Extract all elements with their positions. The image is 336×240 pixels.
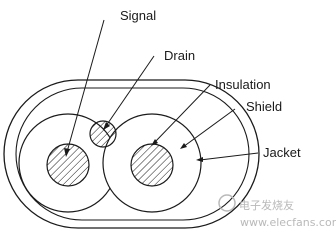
cable-cross-section-diagram: Signal Drain Insulation Shield Jacket 电子… <box>3 8 336 229</box>
drain-arrowhead <box>103 122 110 130</box>
leader-arrowheads <box>64 122 203 162</box>
watermark-logo-icon <box>218 194 236 212</box>
signal-leader <box>66 19 105 153</box>
right-signal-conductor <box>130 143 174 187</box>
jacket-leader <box>199 152 259 161</box>
drain-leader <box>105 55 155 127</box>
shield-leader <box>182 108 236 148</box>
diagram-canvas: Signal Drain Insulation Shield Jacket 电子… <box>3 8 336 229</box>
signal-label: Signal <box>120 8 156 23</box>
insulation-leader <box>154 84 211 143</box>
watermark-url: www.elecfans.com <box>240 216 336 229</box>
watermark: 电子发烧友 www.elecfans.com <box>218 194 336 229</box>
left-signal-conductor <box>46 143 90 187</box>
insulation-arrowhead <box>151 139 158 146</box>
jacket-arrowhead <box>196 157 203 162</box>
drain-label: Drain <box>164 48 195 63</box>
signal-arrowhead <box>64 148 70 157</box>
shield-outline <box>15 87 250 221</box>
jacket-outline <box>3 79 260 229</box>
leader-lines <box>66 19 259 161</box>
jacket-label: Jacket <box>263 145 301 160</box>
shield-arrowhead <box>180 143 187 149</box>
watermark-title: 电子发烧友 <box>239 198 294 212</box>
shield-label: Shield <box>246 99 282 114</box>
insulation-label: Insulation <box>215 77 271 92</box>
drain-wire <box>89 120 117 148</box>
